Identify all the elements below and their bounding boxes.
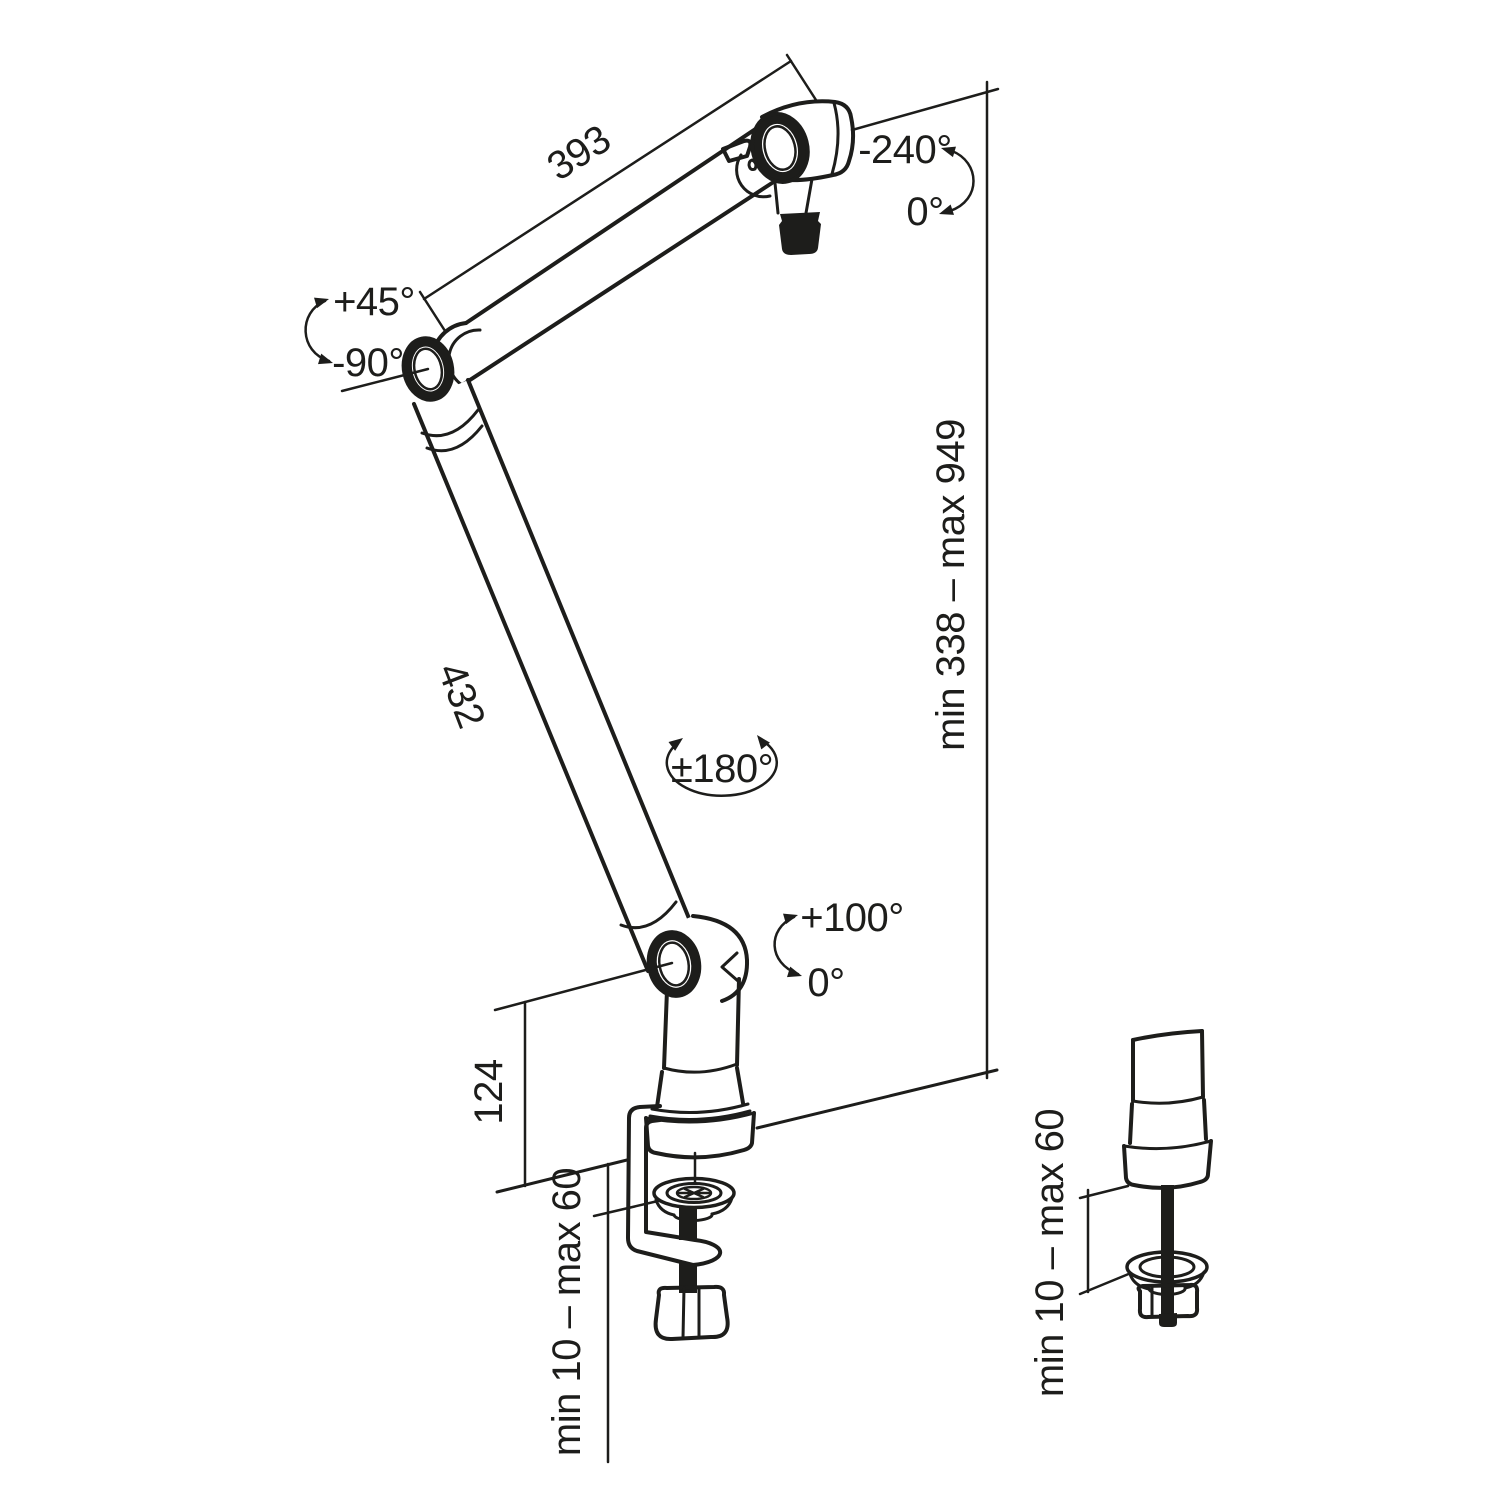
washer-skirt-right (710, 1196, 734, 1216)
mic-tilt-zero-label: 0° (906, 190, 943, 234)
upper-arm-top-edge (464, 126, 759, 325)
lower-joint-housing (691, 914, 750, 1003)
lift-arc (773, 915, 800, 976)
arm-end-cap-hint (735, 153, 772, 199)
elbow-joint (340, 336, 455, 402)
washer-skirt-left (654, 1198, 676, 1217)
detail-clamp-nut (1136, 1282, 1200, 1320)
swivel-arc (665, 737, 779, 797)
upper-arm-length-label: 393 (540, 117, 619, 189)
clamp-screw-rod (679, 1206, 697, 1293)
riser-leader-line (493, 961, 674, 1012)
lower-arm-length-label: 432 (429, 657, 493, 734)
lower-arm-left-edge (412, 402, 650, 973)
lower-arm-collar-2 (425, 424, 484, 453)
clamp-bracket (626, 1104, 723, 1267)
height-dimension-ext-top (850, 87, 1000, 132)
detail-dim-tick-top (1078, 1184, 1130, 1200)
elbow-arrow-up (314, 293, 331, 309)
labels: 393 432 -240° 0° +45° -90° ±180° +100° 0… (332, 117, 1072, 1456)
mic-head-face-inner (763, 125, 797, 171)
upper-arm-dim-ext-left (418, 290, 449, 336)
detail-dim-tick-bottom (1078, 1271, 1133, 1296)
desk-clamp (626, 1104, 736, 1342)
lower-arm-collar-1 (420, 408, 480, 438)
desk-thickness-detail-label: min 10 – max 60 (1028, 1109, 1072, 1397)
mic-head-body (760, 99, 856, 183)
column-section-line (662, 1062, 739, 1074)
lower-arm-right-edge (466, 378, 704, 952)
detail-rod-tip (1159, 1313, 1177, 1327)
upper-arm-dim-ext-right (785, 53, 818, 102)
flange-outline (644, 1111, 756, 1160)
elbow-leader-line (340, 367, 430, 393)
rotation-arrows (304, 142, 975, 982)
mic-clip-lever (721, 138, 753, 163)
mic-yoke-left (773, 181, 780, 215)
upper-arm-bottom-edge (448, 181, 774, 395)
swivel-label: ±180° (671, 747, 773, 791)
clamp-washer-inner (675, 1185, 713, 1201)
lift-max-label: +100° (800, 896, 904, 940)
mic-head (721, 99, 856, 255)
upper-arm-dim-line (422, 59, 793, 301)
lower-joint-notch (720, 951, 740, 983)
elbow-up-label: +45° (333, 280, 415, 324)
lift-zero-label: 0° (807, 961, 844, 1005)
elbow-arc (304, 299, 331, 363)
mic-yoke-right (804, 177, 814, 215)
column-right-edge (735, 977, 741, 1067)
detail-column-top (1131, 1029, 1204, 1042)
elbow-down-label: -90° (332, 341, 404, 385)
flange-band-2 (648, 1109, 752, 1122)
lower-arm (412, 378, 704, 973)
dimension-lines (418, 53, 1000, 1464)
clamp-wing-knob (653, 1284, 730, 1342)
mic-head-seam (830, 101, 840, 176)
mic-thread-stub (779, 212, 821, 255)
lift-arrow-up (783, 909, 800, 925)
riser-height-label: 124 (467, 1059, 511, 1124)
mic-tilt-arc (948, 149, 975, 213)
detail-screw-rod (1161, 1185, 1174, 1318)
clamp-detail-view (1078, 1029, 1213, 1327)
height-range-label: min 338 – max 949 (929, 419, 973, 751)
lower-joint (493, 914, 756, 1160)
column-left-edge (662, 988, 669, 1070)
desk-edge-line-right (755, 1068, 999, 1130)
lower-arm-collar-3 (619, 900, 678, 930)
desk-edge-line (495, 1158, 629, 1194)
flange-band-1 (650, 1102, 750, 1115)
mic-tilt-max-label: -240° (858, 128, 952, 172)
desk-thickness-main-label: min 10 – max 60 (545, 1168, 589, 1456)
desk-thickness-washer-tick (592, 1199, 660, 1218)
